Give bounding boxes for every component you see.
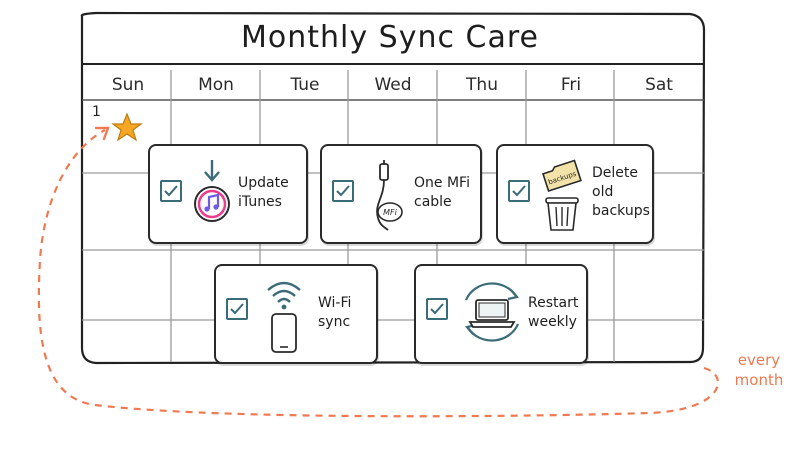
itunes-update-icon [190,158,234,232]
task-checkbox[interactable] [226,298,248,320]
day-thu: Thu [466,75,498,95]
task-checkbox[interactable] [508,180,530,202]
task-checkbox[interactable] [426,298,448,320]
task-card-update-itunes[interactable]: Update iTunes [148,144,308,244]
mfi-cable-icon: MFi [364,160,410,236]
calendar-title: Monthly Sync Care [241,20,539,55]
day-fri: Fri [560,75,582,95]
repeat-arrowhead [94,126,110,141]
repeat-loop-arrow [37,129,720,418]
day-sat: Sat [645,75,673,95]
task-label: Restart weekly [528,295,579,330]
task-card-restart-weekly[interactable]: Restart weekly [414,264,588,364]
day-sun: Sun [111,75,145,95]
mfi-badge-text: MFi [383,208,398,217]
day-tue: Tue [290,75,320,95]
task-checkbox[interactable] [332,180,354,202]
task-card-mfi-cable[interactable]: MFi One MFi cable [320,144,482,244]
date-first: 1 [92,104,101,120]
day-mon: Mon [198,75,234,95]
task-label: Update iTunes [238,175,289,210]
day-wed: Wed [374,75,412,95]
task-checkbox[interactable] [160,180,182,202]
repeat-note: every month [734,351,784,389]
wifi-phone-icon [262,274,306,358]
star-icon [111,112,143,142]
task-card-delete-backups[interactable]: backups Delete old backups [496,144,654,244]
laptop-restart-icon [456,278,528,352]
trash-backups-icon: backups [538,156,586,238]
task-label: One MFi cable [414,175,470,210]
task-label: Delete old backups [592,165,650,219]
task-label: Wi-Fi sync [318,295,352,330]
task-card-wifi-sync[interactable]: Wi-Fi sync [214,264,378,364]
